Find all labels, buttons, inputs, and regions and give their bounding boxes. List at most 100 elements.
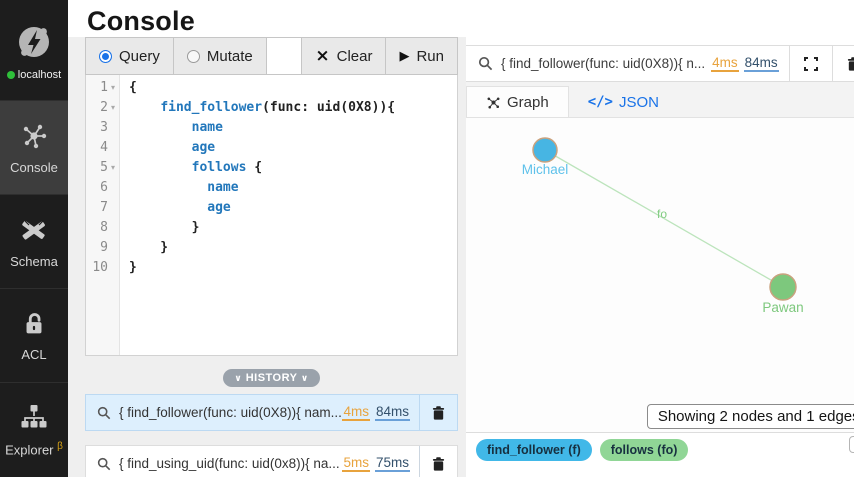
toolbar-spacer xyxy=(266,38,302,74)
node-label: Michael xyxy=(522,162,569,177)
run-label: Run xyxy=(416,47,444,65)
collapse-legend-button[interactable]: ▲ xyxy=(848,436,854,453)
sidebar-item-label: Console xyxy=(10,159,58,175)
code-line: follows { xyxy=(191,160,263,175)
search-icon xyxy=(97,457,111,470)
query-toolbar: Query Mutate × Clear ▶ Run xyxy=(85,37,458,75)
code-line: age xyxy=(191,140,216,155)
history-query-text: { find_follower(func: uid(0X8)){ nam... xyxy=(119,405,342,420)
graph-tab-icon xyxy=(487,97,500,109)
line-number: 5▾ xyxy=(100,160,115,175)
clear-button[interactable]: × Clear xyxy=(301,38,386,74)
trash-icon xyxy=(432,456,445,471)
legend-badge[interactable]: follows (fo) xyxy=(599,438,689,461)
server-connected-dot-icon xyxy=(6,70,15,79)
history-label: HISTORY xyxy=(245,372,298,384)
results-tabs: Graph </> JSON xyxy=(466,82,854,118)
node-label: Pawan xyxy=(762,300,803,315)
run-button[interactable]: ▶ Run xyxy=(385,38,457,74)
tools-icon xyxy=(22,220,45,240)
graph-edge[interactable] xyxy=(544,149,784,288)
line-number: 4 xyxy=(100,140,108,155)
code-line: } xyxy=(129,220,200,235)
editor-code[interactable]: { find_follower(func: uid(0X8)){ name ag… xyxy=(120,75,395,355)
results-query-text: { find_follower(func: uid(0X8)){ n... xyxy=(501,56,706,71)
graph-network-icon xyxy=(23,124,47,148)
results-panel: { find_follower(func: uid(0X8)){ n... 4m… xyxy=(466,0,854,477)
query-mode-label: Query xyxy=(119,47,160,65)
server-status[interactable]: localhost xyxy=(6,69,62,81)
close-results-button[interactable] xyxy=(831,46,854,81)
results-query-bar: { find_follower(func: uid(0X8)){ n... 4m… xyxy=(466,45,854,82)
page-title: Console xyxy=(87,6,195,36)
legend-badge[interactable]: find_follower (f) xyxy=(476,438,592,461)
line-number: 7 xyxy=(100,200,108,215)
query-mode-button[interactable]: Query xyxy=(86,38,174,74)
graph-node[interactable] xyxy=(532,137,558,163)
sidebar-item-label: ACL xyxy=(21,346,47,362)
latency-server: 5ms xyxy=(342,455,370,472)
tree-icon xyxy=(21,404,47,428)
latency-total: 84ms xyxy=(743,55,779,72)
history-section: ∨ HISTORY ∨ { find_follower(func: uid(0X… xyxy=(85,369,458,477)
code-line: age xyxy=(207,200,231,215)
latency-total: 84ms xyxy=(374,404,410,421)
delete-history-button[interactable] xyxy=(419,395,457,430)
history-query-text: { find_using_uid(func: uid(0x8)){ na... xyxy=(119,456,340,471)
sidebar-item-schema[interactable]: Schema xyxy=(0,194,68,288)
mutate-mode-button[interactable]: Mutate xyxy=(173,38,267,74)
expand-icon xyxy=(803,56,818,71)
search-icon xyxy=(97,406,111,419)
sidebar-item-acl[interactable]: ACL xyxy=(0,288,68,382)
clear-icon: × xyxy=(315,45,330,66)
tab-json[interactable]: </> JSON xyxy=(569,86,678,118)
tab-graph-label: Graph xyxy=(507,94,549,111)
radio-selected-icon xyxy=(99,49,112,63)
code-line: find_follower(func: uid(0X8)){ xyxy=(160,100,396,115)
latency-server: 4ms xyxy=(711,55,739,72)
mutate-mode-label: Mutate xyxy=(206,47,253,65)
panel-footer xyxy=(466,466,854,477)
line-number: 3 xyxy=(100,120,108,135)
line-number: 10 xyxy=(92,260,108,275)
fullscreen-button[interactable] xyxy=(788,46,832,81)
beta-badge: β xyxy=(57,440,63,452)
history-entry[interactable]: { find_using_uid(func: uid(0x8)){ na...5… xyxy=(85,445,458,477)
trash-icon xyxy=(848,56,854,71)
sidebar-item-label: Explorer β xyxy=(5,440,63,458)
history-entry[interactable]: { find_follower(func: uid(0X8)){ nam...4… xyxy=(85,394,458,431)
line-number: 8 xyxy=(100,220,108,235)
line-number: 9 xyxy=(100,240,108,255)
sidebar: localhost Console Schema xyxy=(0,0,68,477)
lock-icon xyxy=(26,312,42,333)
latency-badges: 4ms 84ms xyxy=(711,55,789,72)
chevron-down-icon: ∨ xyxy=(300,374,309,384)
chevron-down-icon: ∨ xyxy=(234,374,243,384)
delete-history-button[interactable] xyxy=(419,446,457,477)
clear-label: Clear xyxy=(336,47,373,65)
graph-status-box: Showing 2 nodes and 1 edges xyxy=(646,404,854,429)
latency-total: 75ms xyxy=(374,455,410,472)
tab-json-label: JSON xyxy=(619,93,660,111)
line-number: 1▾ xyxy=(100,80,115,95)
graph-node[interactable] xyxy=(769,273,797,301)
sidebar-item-label: Schema xyxy=(10,253,58,269)
search-icon xyxy=(478,56,493,71)
code-line: name xyxy=(191,120,223,135)
line-number: 6 xyxy=(100,180,108,195)
code-line: } xyxy=(129,260,137,275)
app-logo-block[interactable]: localhost xyxy=(0,0,68,100)
latency-server: 4ms xyxy=(342,404,370,421)
sidebar-item-console[interactable]: Console xyxy=(0,100,68,194)
tab-graph[interactable]: Graph xyxy=(466,86,569,118)
graph-legend-bar: find_follower (f) follows (fo) ▲ xyxy=(466,432,854,466)
trash-icon xyxy=(432,405,445,420)
dgraph-logo-icon xyxy=(19,26,49,57)
sidebar-item-explorer[interactable]: Explorer β xyxy=(0,382,68,476)
run-icon: ▶ xyxy=(399,48,410,64)
code-line: name xyxy=(207,180,239,195)
history-toggle-button[interactable]: ∨ HISTORY ∨ xyxy=(223,369,320,387)
